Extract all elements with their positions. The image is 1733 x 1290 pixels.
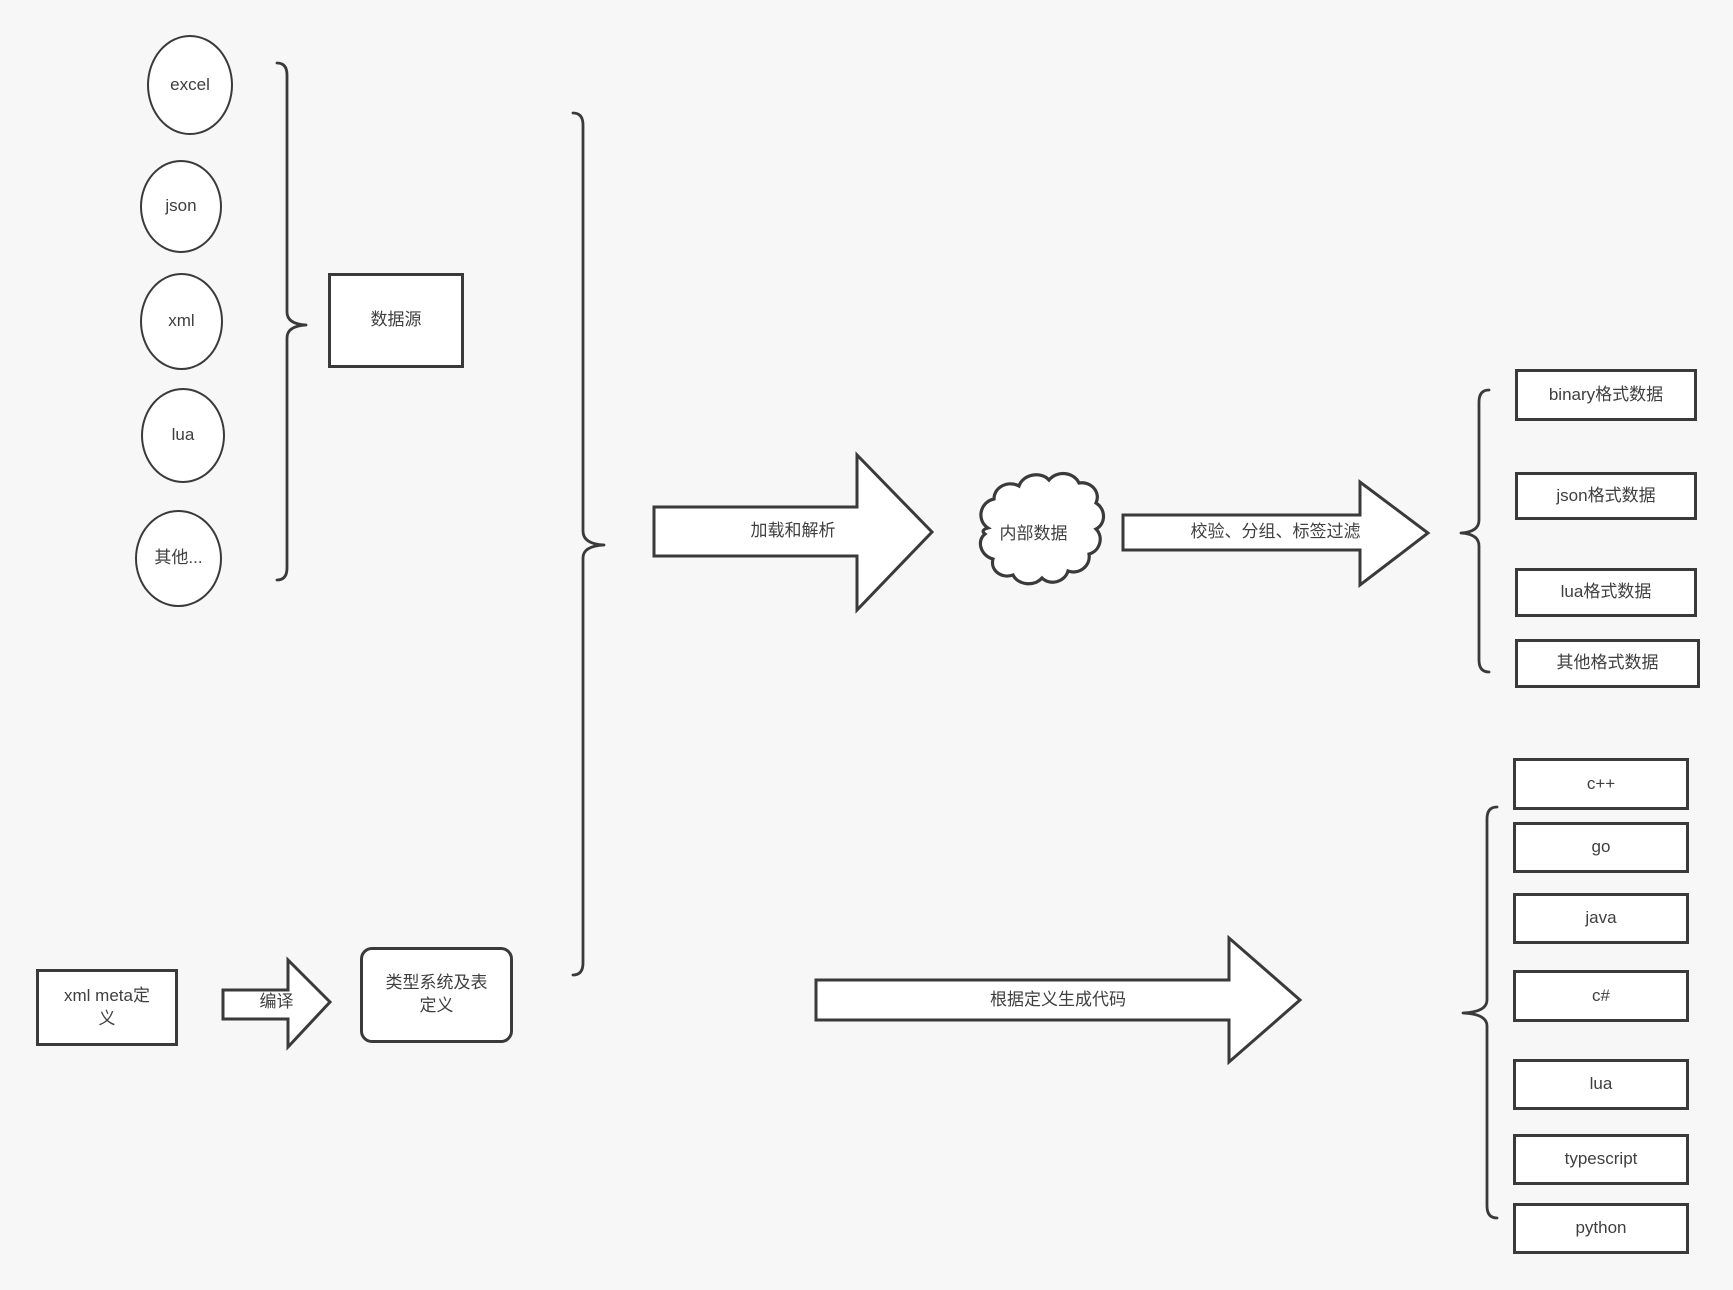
language-box-label: python (1575, 1218, 1627, 1238)
source-node-other: 其他... (135, 510, 222, 607)
internal-data-cloud-shape (978, 472, 1106, 586)
codegen-arrow-shape (814, 934, 1303, 1066)
xml-meta-box-label: xml meta定义 (64, 985, 150, 1028)
language-box-java: java (1513, 893, 1689, 944)
format-box-label: json格式数据 (1556, 485, 1656, 505)
type-system-box: 类型系统及表定义 (360, 947, 513, 1043)
language-box-python: python (1513, 1203, 1689, 1254)
load-parse-arrow-label: 加载和解析 (750, 521, 836, 541)
format-box-binary: binary格式数据 (1515, 369, 1697, 421)
source-node-json: json (140, 160, 222, 253)
source-node-lua: lua (141, 388, 225, 483)
source-node-label: 其他... (154, 548, 203, 568)
load-parse-arrow-shape (652, 451, 935, 614)
codegen-arrow-label: 根据定义生成代码 (990, 989, 1126, 1009)
language-box-label: c++ (1586, 773, 1616, 793)
compile-arrow-label: 编译 (259, 992, 294, 1012)
language-box-label: lua (1589, 1074, 1613, 1094)
formats-brace (1459, 388, 1491, 674)
filter-arrow-label: 校验、分组、标签过滤 (1190, 522, 1361, 542)
source-node-label: excel (170, 74, 210, 94)
language-box-cpp: c++ (1513, 758, 1689, 810)
source-node-excel: excel (147, 35, 233, 135)
language-box-typescript: typescript (1513, 1134, 1689, 1185)
inputs-brace (571, 111, 606, 977)
format-box-json: json格式数据 (1515, 472, 1697, 520)
language-box-label: typescript (1564, 1149, 1638, 1169)
language-box-label: c# (1592, 985, 1610, 1005)
language-box-go: go (1513, 822, 1689, 873)
language-box-label: java (1585, 908, 1617, 928)
source-node-xml: xml (140, 273, 223, 370)
languages-brace (1461, 805, 1499, 1220)
language-box-csharp: c# (1513, 970, 1689, 1022)
format-box-other: 其他格式数据 (1515, 639, 1700, 688)
source-node-label: xml (168, 311, 195, 331)
compile-arrow-shape (221, 956, 333, 1051)
type-system-box-label: 类型系统及表定义 (385, 973, 488, 1015)
internal-data-cloud-label: 内部数据 (999, 523, 1068, 543)
format-box-label: binary格式数据 (1548, 384, 1664, 404)
language-box-lua: lua (1513, 1059, 1689, 1110)
format-box-label: lua格式数据 (1560, 582, 1652, 602)
xml-meta-box: xml meta定义 (36, 969, 178, 1046)
format-box-lua: lua格式数据 (1515, 568, 1697, 617)
data-source-box-label: 数据源 (370, 310, 422, 330)
format-box-label: 其他格式数据 (1556, 653, 1659, 673)
source-node-label: lua (171, 425, 195, 445)
language-box-label: go (1591, 837, 1611, 857)
data-source-box: 数据源 (328, 273, 464, 368)
filter-arrow-shape (1121, 479, 1431, 589)
source-node-label: json (165, 196, 197, 216)
sources-brace (275, 61, 308, 582)
